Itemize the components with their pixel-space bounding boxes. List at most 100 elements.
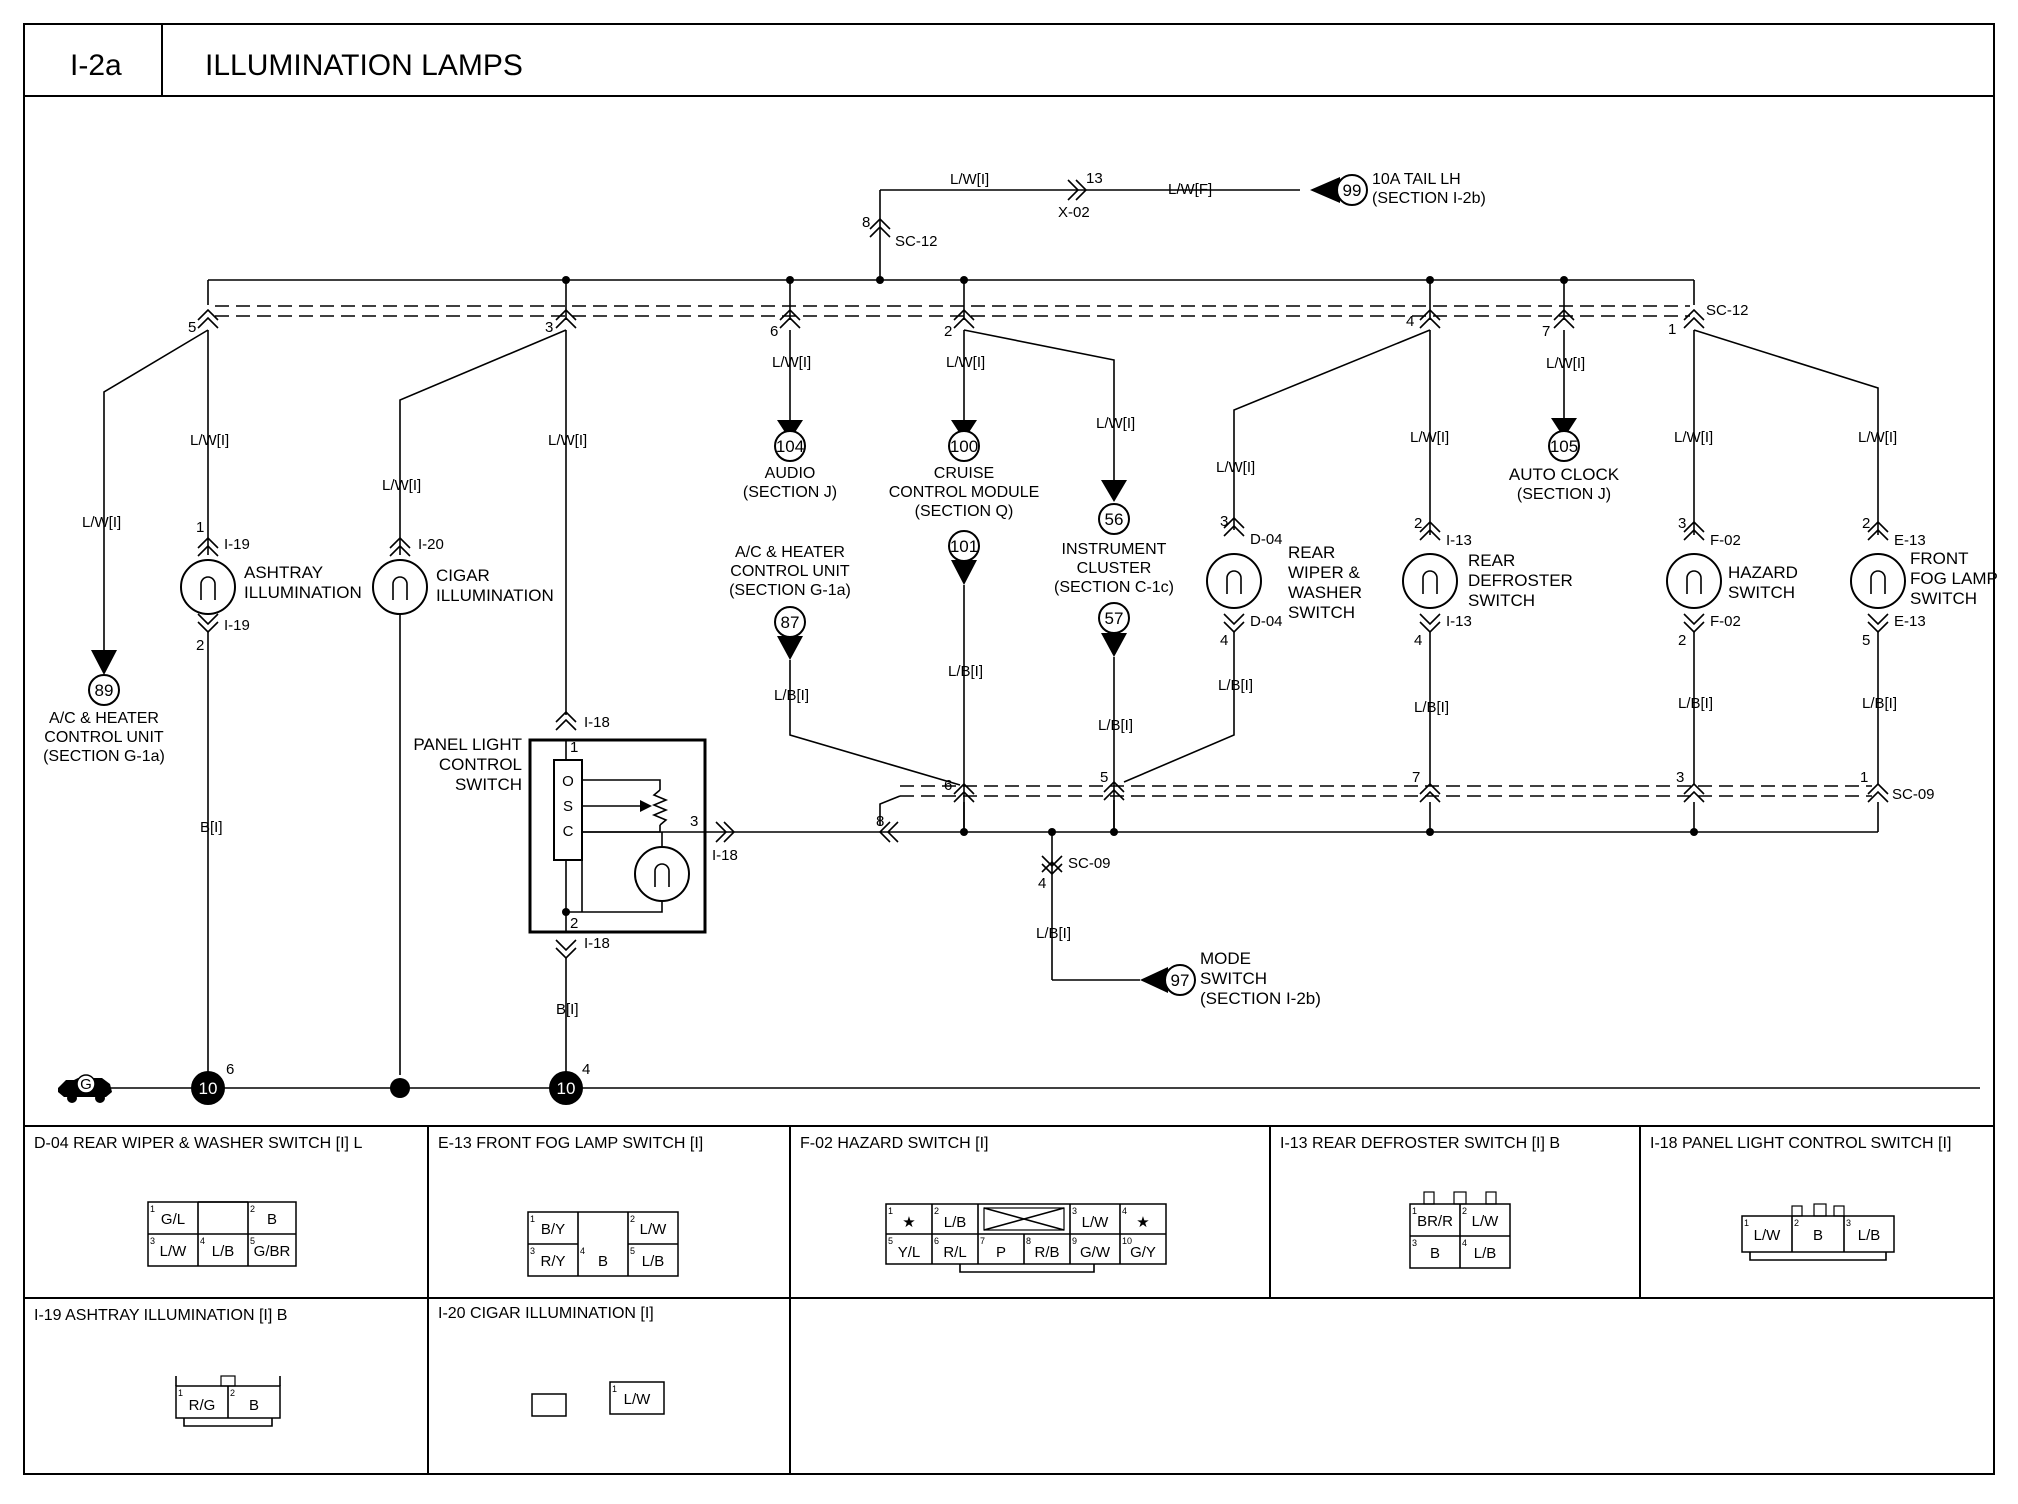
panel-lamp-icon	[634, 846, 690, 902]
wire-label-lb-fog: L/B[I]	[1862, 695, 1897, 712]
ref-97-line3: (SECTION I-2b)	[1200, 989, 1321, 1008]
hazard-conn-top: F-02	[1710, 532, 1741, 549]
wire-label-lw-hazard: L/W[I]	[1674, 429, 1713, 446]
top-feed-arrow	[1310, 177, 1340, 203]
f02-cell-2: L/B	[944, 1214, 967, 1231]
conn-i20-title: I-20 CIGAR ILLUMINATION [I]	[438, 1305, 654, 1322]
ground-10-right	[549, 1071, 583, 1105]
wiper-pin-top: 3	[1220, 513, 1228, 530]
f02-cell-6: R/L	[943, 1244, 966, 1261]
f02-cell-9: G/W	[1080, 1244, 1111, 1261]
ref-100-line2: CONTROL MODULE	[889, 484, 1040, 501]
svg-text:2: 2	[1462, 1206, 1467, 1216]
ref-87-number: 87	[781, 613, 800, 632]
wire-label-lw-cigar: L/W[I]	[382, 477, 421, 494]
wire-label-lw-audio: L/W[I]	[772, 354, 811, 371]
ground-10-left-pin: 6	[226, 1061, 234, 1078]
ref-104-line1: AUDIO	[765, 465, 816, 482]
svg-text:10: 10	[1122, 1236, 1132, 1246]
ground-10-right-number: 10	[557, 1079, 576, 1098]
panel-switch-osc	[553, 759, 583, 861]
ref-104-line2: (SECTION J)	[743, 484, 837, 501]
branch-audio-104: L/W[I] 104 AUDIO (SECTION J)	[743, 330, 837, 501]
ground-10-right-pin: 4	[582, 1061, 590, 1078]
sc12-label: SC-12	[1706, 302, 1749, 319]
svg-text:9: 9	[1072, 1236, 1077, 1246]
wiper-conn-bottom: D-04	[1250, 613, 1283, 630]
sc09-pin-4: 4	[1038, 875, 1046, 892]
svg-text:3: 3	[1072, 1206, 1077, 1216]
ref-100-number: 100	[950, 437, 978, 456]
wire-label-lb-hazard: L/B[I]	[1678, 695, 1713, 712]
connector-table: D-04 REAR WIPER & WASHER SWITCH [I] L 1 …	[24, 1125, 1994, 1474]
i18-cell-3: L/B	[1858, 1227, 1881, 1244]
svg-text:2: 2	[250, 1204, 255, 1214]
fog-label-3: SWITCH	[1910, 589, 1977, 608]
wiper-label-3: WASHER	[1288, 583, 1362, 602]
defrost-label-1: REAR	[1468, 551, 1515, 570]
wire-label-lb-cruise: L/B[I]	[948, 663, 983, 680]
svg-text:3: 3	[150, 1236, 155, 1246]
wire-label-lw-cruise: L/W[I]	[946, 354, 985, 371]
conn-i19-diagram: 1 R/G 2 B	[175, 1375, 281, 1427]
hazard-switch: L/W[I] 3 F-02 F-02 2 HAZARD SWITCH L/B[I…	[1666, 330, 1798, 785]
conn-d04-title: D-04 REAR WIPER & WASHER SWITCH [I] L	[34, 1135, 362, 1152]
ashtray-conn-bottom: I-19	[224, 617, 250, 634]
f02-cell-7: P	[996, 1244, 1006, 1261]
ref-97-number: 97	[1171, 971, 1190, 990]
wire-label-lw-fog: L/W[I]	[1858, 429, 1897, 446]
sc12-pin-7: 7	[1542, 323, 1550, 340]
svg-text:4: 4	[1462, 1238, 1467, 1248]
ref-56-number: 56	[1105, 510, 1124, 529]
wire-label-lw-defrost: L/W[I]	[1410, 429, 1449, 446]
ashtray-label-2: ILLUMINATION	[244, 583, 362, 602]
svg-text:4: 4	[1122, 1206, 1127, 1216]
ref-97-line2: SWITCH	[1200, 969, 1267, 988]
wire-label-lw-clock: L/W[I]	[1546, 355, 1585, 372]
defrost-conn-bottom: I-13	[1446, 613, 1472, 630]
e13-cell-4: B	[598, 1253, 608, 1270]
wire-label-b-panel: B[I]	[556, 1001, 579, 1018]
ref-89-line3: (SECTION G-1a)	[43, 748, 165, 765]
f02-cell-10: G/Y	[1130, 1244, 1156, 1261]
sc09-pin-6: 6	[944, 777, 952, 794]
top-feed-wire-right: L/W[F]	[1168, 181, 1212, 198]
defrost-pin-bottom: 4	[1414, 632, 1422, 649]
svg-text:7: 7	[980, 1236, 985, 1246]
svg-text:3: 3	[530, 1246, 535, 1256]
cigar-label-2: ILLUMINATION	[436, 586, 554, 605]
ashtray-pin-2: 2	[196, 637, 204, 654]
defrost-label-2: DEFROSTER	[1468, 571, 1573, 590]
hazard-pin-bottom: 2	[1678, 632, 1686, 649]
ref-105-line1: AUTO CLOCK	[1509, 465, 1620, 484]
ref-100-line3: (SECTION Q)	[915, 503, 1014, 520]
top-sc-label: SC-12	[895, 233, 938, 250]
conn-i13-diagram: 1 BR/R 2 L/W 3 B 4 L/B	[1409, 1191, 1511, 1269]
hazard-pin-top: 3	[1678, 515, 1686, 532]
ref-105-line2: (SECTION J)	[1517, 486, 1611, 503]
conn-i18-diagram: 1 L/W 2 B 3 L/B	[1741, 1203, 1895, 1261]
panel-o: O	[562, 773, 574, 790]
i13-cell-4: L/B	[1474, 1245, 1497, 1262]
f02-cell-1: ★	[902, 1214, 915, 1231]
sc09-pin-3: 3	[1676, 769, 1684, 786]
d04-cell-3: L/W	[160, 1243, 188, 1260]
hazard-label-2: SWITCH	[1728, 583, 1795, 602]
wire-label-lw-wiper: L/W[I]	[1216, 459, 1255, 476]
e13-cell-1: B/Y	[541, 1221, 565, 1238]
ref-104-number: 104	[776, 437, 804, 456]
wire-label-lw-89: L/W[I]	[82, 514, 121, 531]
d04-cell-4: L/B	[212, 1243, 235, 1260]
ref-89-number: 89	[95, 681, 114, 700]
d04-cell-2: B	[267, 1211, 277, 1228]
cigar-conn: I-20	[418, 536, 444, 553]
sc09-pin-7: 7	[1412, 769, 1420, 786]
top-feed: L/W[I] 13 X-02 L/W[F] 99 10A TAIL LH (SE…	[862, 170, 1486, 284]
svg-text:1: 1	[1744, 1218, 1749, 1228]
ref-87-line2: CONTROL UNIT	[730, 563, 850, 580]
defrost-label-3: SWITCH	[1468, 591, 1535, 610]
i19-cell-1: R/G	[189, 1397, 216, 1414]
svg-text:4: 4	[200, 1236, 205, 1246]
fog-label-2: FOG LAMP	[1910, 569, 1998, 588]
